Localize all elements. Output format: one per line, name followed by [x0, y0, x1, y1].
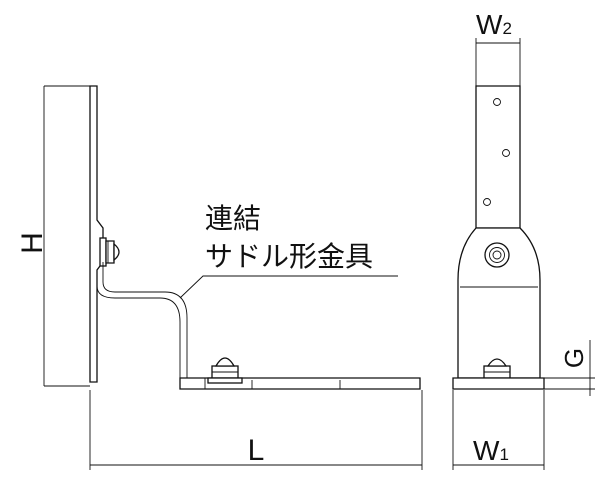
- front-upper-strap: [475, 85, 521, 229]
- strap-hole: [483, 198, 491, 206]
- part-name-line2: サドル形金具: [205, 241, 373, 272]
- side-bolt-lower: [207, 357, 243, 384]
- bottom-width-label: W1: [473, 435, 509, 466]
- gap-label: G: [559, 348, 589, 368]
- vertical-plate: [89, 85, 104, 383]
- part-leader-line: [179, 275, 398, 299]
- side-view: [43, 85, 423, 470]
- front-bolt-upper: [484, 242, 510, 268]
- top-width-dimension: [475, 38, 521, 86]
- saddle-curve-outer: [102, 262, 188, 378]
- top-width-label: W2: [476, 9, 512, 40]
- strap-hole: [502, 149, 510, 157]
- saddle-curve-inner: [96, 270, 181, 378]
- part-name-line1: 連結: [205, 203, 261, 234]
- height-label: H: [16, 232, 49, 254]
- bottom-width-dimension: [452, 390, 545, 470]
- front-view: [452, 38, 595, 470]
- front-bolt-lower: [483, 358, 511, 379]
- side-bolt-upper: [99, 237, 120, 267]
- length-label: L: [248, 434, 265, 467]
- front-base-plate: [452, 377, 545, 390]
- strap-hole: [493, 98, 501, 106]
- length-dimension: [89, 390, 423, 470]
- gap-dimension: [544, 340, 595, 396]
- height-dimension: [43, 85, 90, 387]
